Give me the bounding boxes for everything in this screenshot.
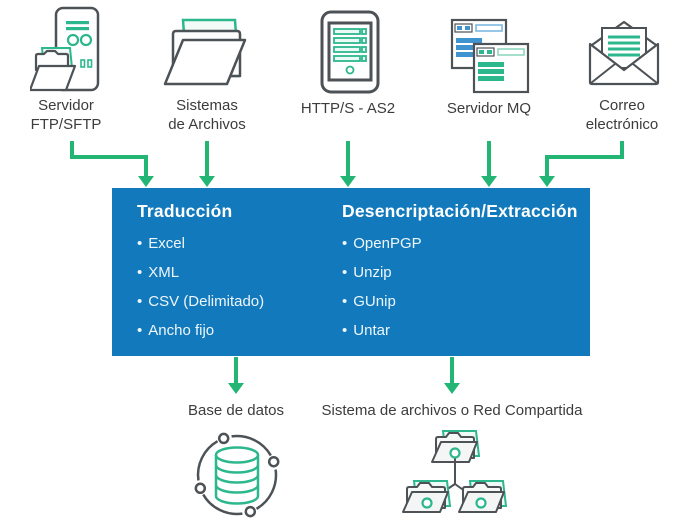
- list-item-label: OpenPGP: [353, 235, 422, 252]
- source-label-line: electrónico: [585, 116, 659, 133]
- list-item: • Excel: [137, 236, 264, 251]
- arrowhead-icon: [539, 176, 555, 187]
- arrowhead-icon: [228, 383, 244, 394]
- bullet-glyph: •: [342, 235, 348, 252]
- list-item: • Ancho fijo: [137, 323, 264, 338]
- list-item: • Untar: [342, 323, 578, 338]
- shared-folders-icon: [400, 422, 510, 525]
- list-item-label: CSV (Delimitado): [148, 293, 265, 310]
- source-label-http: HTTP/S - AS2: [278, 99, 418, 118]
- bullet-glyph: •: [342, 264, 348, 281]
- bullet-glyph: •: [137, 235, 143, 252]
- column-title: Desencriptación/Extracción: [342, 201, 578, 221]
- list-item: • CSV (Delimitado): [137, 294, 264, 309]
- arrowhead-icon: [138, 176, 154, 187]
- list-item-label: XML: [148, 264, 180, 281]
- source-label-line: Correo: [599, 97, 645, 114]
- list-item-label: Untar: [353, 322, 390, 339]
- source-label-filesystem: Sistemas de Archivos: [137, 96, 277, 134]
- list-item-label: Unzip: [353, 264, 392, 281]
- bullet-glyph: •: [342, 322, 348, 339]
- source-label-line: FTP/SFTP: [30, 116, 102, 133]
- bullet-glyph: •: [137, 264, 143, 281]
- mq-server-icon: [450, 18, 530, 99]
- list-item-label: Excel: [148, 235, 185, 252]
- arrowhead-icon: [340, 176, 356, 187]
- database-sync-icon: [190, 425, 285, 525]
- list-item: • OpenPGP: [342, 236, 578, 251]
- destination-label-database: Base de datos: [188, 402, 284, 419]
- translation-column: Traducción • Excel • XML • CSV (Delimitado)…: [137, 200, 264, 338]
- source-label-line: Servidor: [38, 97, 94, 114]
- list-item: • GUnip: [342, 294, 578, 309]
- arrowhead-icon: [444, 383, 460, 394]
- list-item: • XML: [137, 265, 264, 280]
- list-item-label: Ancho fijo: [148, 322, 215, 339]
- column-title: Traducción: [137, 201, 233, 221]
- bullet-glyph: •: [137, 293, 143, 310]
- bullet-glyph: •: [342, 293, 348, 310]
- source-label-ftp: Servidor FTP/SFTP: [0, 96, 136, 134]
- source-label-mq: Servidor MQ: [419, 99, 559, 118]
- arrowhead-icon: [481, 176, 497, 187]
- flow-arrow: [70, 141, 148, 177]
- decryption-column: Desencriptación/Extracción • OpenPGP • Unz…: [342, 200, 578, 338]
- source-label-line: Servidor MQ: [446, 100, 532, 117]
- arrowhead-icon: [199, 176, 215, 187]
- http-as2-icon: [320, 10, 380, 101]
- source-label-line: de Archivos: [168, 116, 246, 133]
- list-item: • Unzip: [342, 265, 578, 280]
- source-label-email: Correo electrónico: [552, 96, 692, 134]
- source-label-line: Sistemas: [176, 97, 238, 114]
- email-icon: [586, 16, 662, 95]
- process-box: Traducción • Excel • XML • CSV (Delimitado)…: [112, 188, 590, 356]
- list-item-label: GUnip: [353, 293, 396, 310]
- bullet-glyph: •: [137, 322, 143, 339]
- source-label-line: HTTP/S - AS2: [300, 100, 396, 117]
- destination-label-shared: Sistema de archivos o Red Compartida: [321, 402, 583, 419]
- file-system-icon: [163, 14, 251, 99]
- ftp-server-icon: [28, 6, 110, 101]
- flow-arrow: [545, 141, 624, 177]
